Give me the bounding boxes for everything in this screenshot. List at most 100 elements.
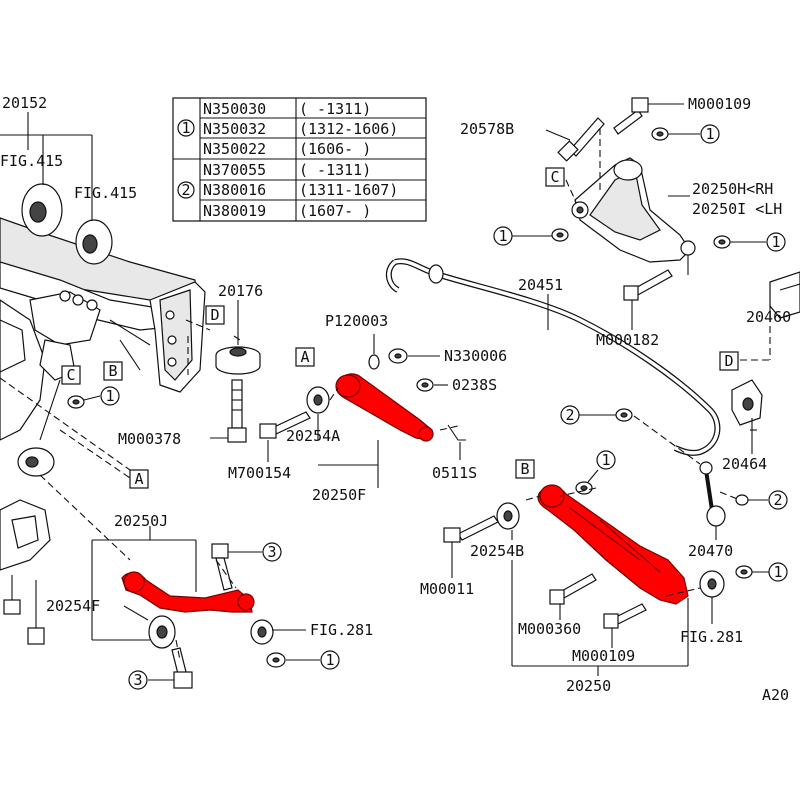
ref-c-left: C: [66, 366, 75, 384]
marker-3: 3: [267, 543, 276, 561]
label-20254b: 20254B: [470, 542, 524, 560]
bolt-m000360: [549, 573, 597, 605]
bolt-3-upper: [211, 543, 233, 591]
table-part: N350032: [203, 120, 266, 138]
label-20176: 20176: [218, 282, 263, 300]
label-20250j: 20250J: [114, 512, 168, 530]
label-20152: 20152: [2, 94, 47, 112]
label-fig415-b: FIG.415: [74, 184, 137, 202]
ref-c-right: C: [550, 168, 559, 186]
label-m00011: M00011: [420, 580, 474, 598]
nut-top-right: [651, 127, 669, 141]
table-part: N380019: [203, 202, 266, 220]
lower-left-bracket: [0, 447, 55, 645]
table-range: (1607- ): [299, 202, 371, 220]
nut-upper-left: [551, 228, 569, 242]
marker-1: 1: [601, 451, 610, 469]
lower-arm-20250: [537, 484, 689, 605]
table-part: N380016: [203, 181, 266, 199]
label-20451: 20451: [518, 276, 563, 294]
table-part: N350030: [203, 100, 266, 118]
table-range: ( -1311): [299, 161, 371, 179]
table-part: N350022: [203, 140, 266, 158]
bolt-m700154: [259, 411, 311, 439]
table-range: (1606- ): [299, 140, 371, 158]
ref-d-right: D: [724, 352, 733, 370]
bushing-20254f: [148, 615, 176, 649]
part-labels: 20152 FIG.415 FIG.415 20176 20578B M0001…: [0, 94, 791, 704]
marker-3: 3: [133, 671, 142, 689]
label-0511s: 0511S: [432, 464, 477, 482]
table-part: N370055: [203, 161, 266, 179]
upper-arm-assembly: [571, 157, 696, 275]
washer-p120003: [368, 354, 380, 370]
bolt-m00011: [443, 515, 499, 543]
label-m000109-top: M000109: [688, 95, 751, 113]
label-2046x: 20460: [746, 308, 791, 326]
ref-b-left: B: [108, 362, 117, 380]
nut-1-right-mid: [735, 565, 753, 579]
ref-b-right: B: [520, 460, 529, 478]
part-number-table: 1 2 N350030 ( -1311) N350032 (1312-1606)…: [172, 97, 427, 222]
stabilizer-bushing-right: [731, 379, 763, 426]
ref-a-center: A: [300, 348, 309, 366]
label-m000109-bottom: M000109: [572, 647, 635, 665]
label-m000360: M000360: [518, 620, 581, 638]
bolt-20578b: [557, 117, 605, 162]
label-p120003: P120003: [325, 312, 388, 330]
marker-1: 1: [773, 563, 782, 581]
bolt-m000378: [227, 379, 247, 443]
label-n330006: N330006: [444, 347, 507, 365]
label-20254f: 20254F: [46, 597, 100, 615]
bushing-fig281-right: [699, 570, 725, 598]
subframe-bushing-lower: [75, 219, 113, 265]
bolt-m000109-bottom: [603, 603, 647, 629]
label-20250f: 20250F: [312, 486, 366, 504]
table-marker-2: 2: [181, 181, 190, 199]
rear-subframe: [0, 217, 206, 441]
marker-2: 2: [565, 406, 574, 424]
marker-1: 1: [105, 387, 114, 405]
trailing-arm-20250j: [121, 571, 255, 613]
ref-d-left: D: [210, 306, 219, 324]
marker-1: 1: [325, 651, 334, 669]
marker-2: 2: [773, 491, 782, 509]
stabilizer-link-20470: [699, 461, 749, 527]
lateral-link-20250f: [335, 373, 434, 442]
stabilizer-bar: [385, 258, 721, 456]
leader-lines: [0, 103, 770, 681]
nut-upper-right: [713, 235, 731, 249]
circled-markers: 1 1 1 1 1 1 1 2 2 3 3: [100, 124, 788, 690]
marker-1: 1: [705, 125, 714, 143]
label-fig281-left: FIG.281: [310, 621, 373, 639]
label-m000182: M000182: [596, 331, 659, 349]
bolt-m000182: [623, 269, 673, 301]
cotter-pin-0511s: [447, 424, 466, 441]
label-fig281-right: FIG.281: [680, 628, 743, 646]
label-a20: A20: [762, 686, 789, 704]
label-20250: 20250: [566, 677, 611, 695]
label-20250i: 20250I <LH: [692, 200, 782, 218]
bushing-20254b: [496, 502, 520, 530]
label-20250h: 20250H<RH: [692, 180, 773, 198]
ref-a-left: A: [134, 470, 143, 488]
label-20254a: 20254A: [286, 427, 340, 445]
table-range: (1312-1606): [299, 120, 398, 138]
label-m000378: M000378: [118, 430, 181, 448]
nut-1-arm-top: [575, 481, 593, 495]
label-0238s: 0238S: [452, 376, 497, 394]
label-20464: 20464: [722, 455, 767, 473]
bushing-20254a: [306, 386, 330, 414]
marker-1: 1: [498, 227, 507, 245]
label-m700154: M700154: [228, 464, 291, 482]
label-20470: 20470: [688, 542, 733, 560]
label-fig415-a: FIG.415: [0, 152, 63, 170]
reference-squares: C B A D A C D B: [61, 167, 739, 489]
nut-2-middle: [615, 408, 633, 422]
table-range: (1311-1607): [299, 181, 398, 199]
subframe-bushing-upper: [21, 183, 63, 237]
stabilizer-bracket-right: [769, 271, 800, 319]
table-marker-1: 1: [181, 119, 190, 137]
nut-1-lower-left: [266, 652, 286, 668]
